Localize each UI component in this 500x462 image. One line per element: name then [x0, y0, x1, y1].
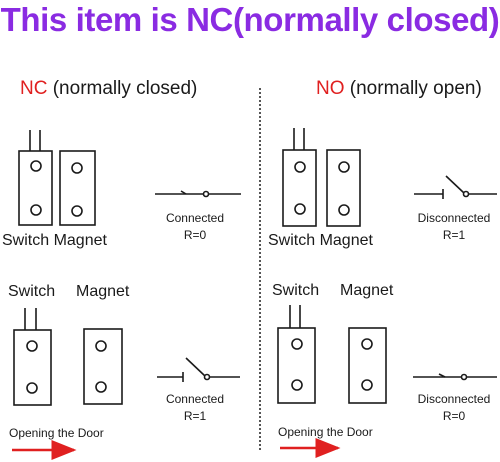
- nc-door-label: Opening the Door: [9, 426, 104, 440]
- nc-open-magnet-label: Magnet: [76, 283, 130, 300]
- nc-open-resistance: R=1: [183, 409, 207, 423]
- nc-code: NC: [20, 78, 48, 99]
- no-open-state: Disconnected: [417, 392, 491, 406]
- no-header: NO (normally open): [316, 78, 482, 100]
- no-closed-switch-body: [282, 128, 317, 227]
- page-title: This item is NC(normally closed): [0, 1, 500, 38]
- nc-open-switch-label: Switch: [8, 283, 56, 300]
- no-open-switch-body: [277, 305, 316, 404]
- section-divider: [259, 88, 261, 450]
- nc-open-switch-body: [13, 308, 52, 406]
- nc-closed-caption: Switch Magnet: [2, 232, 107, 249]
- no-door-label: Opening the Door: [278, 425, 373, 439]
- no-closed-switch-symbol: [414, 175, 497, 199]
- no-open-switch-symbol: [413, 373, 497, 381]
- nc-header: NC (normally closed): [20, 78, 197, 100]
- nc-closed-resistance: R=0: [183, 228, 207, 242]
- nc-closed-switch-body: [18, 130, 53, 226]
- nc-open-state: Connected: [165, 392, 225, 406]
- no-open-switch-label: Switch: [272, 282, 320, 299]
- no-closed-caption: Switch Magnet: [268, 232, 373, 249]
- no-closed-resistance: R=1: [442, 228, 466, 242]
- nc-description: (normally closed): [52, 78, 198, 99]
- no-closed-state: Disconnected: [417, 211, 491, 225]
- no-open-magnet-body: [348, 327, 387, 404]
- no-description: (normally open): [349, 78, 482, 99]
- nc-closed-magnet-body: [59, 150, 96, 226]
- nc-closed-state: Connected: [165, 211, 225, 225]
- no-code: NO: [316, 78, 345, 99]
- no-open-magnet-label: Magnet: [340, 282, 394, 299]
- no-open-resistance: R=0: [442, 409, 466, 423]
- nc-closed-switch-symbol: [155, 190, 241, 198]
- no-closed-magnet-body: [326, 149, 361, 227]
- nc-open-switch-symbol: [157, 357, 240, 382]
- nc-open-magnet-body: [83, 328, 123, 405]
